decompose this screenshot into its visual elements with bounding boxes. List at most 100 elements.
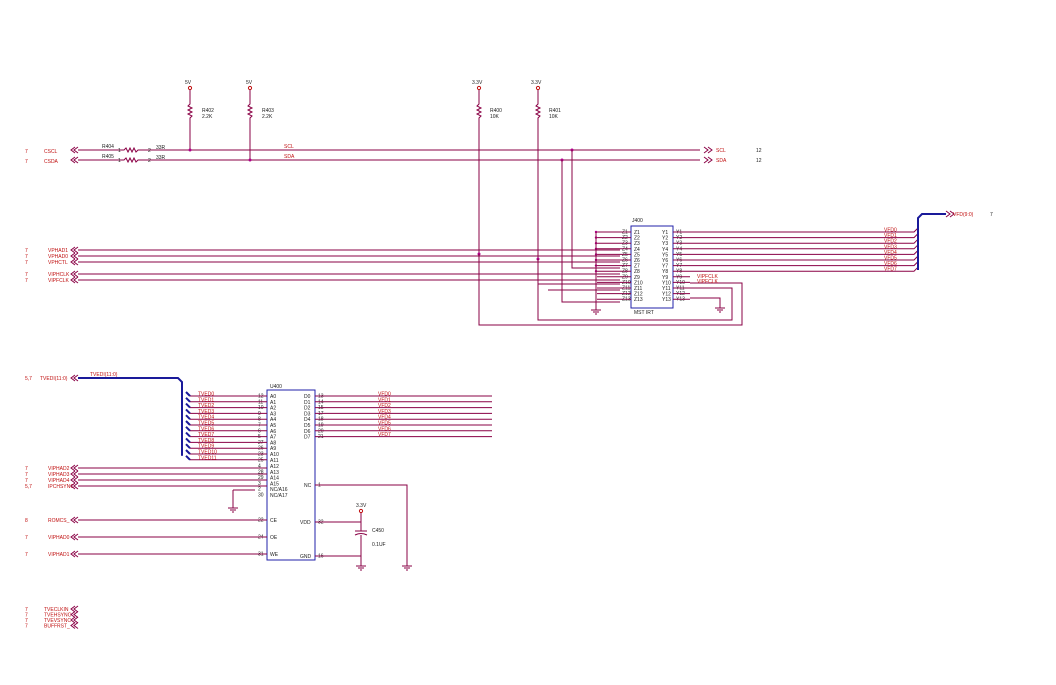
svg-text:1: 1 xyxy=(118,148,121,154)
u400-data-pin: D4 xyxy=(304,417,311,423)
j400-left-pin: Z5 xyxy=(634,252,640,258)
resistor-r405: R405 1 2 33R xyxy=(78,154,700,164)
svg-text:5V: 5V xyxy=(185,80,192,86)
j400-left-pin: Z13 xyxy=(634,297,643,303)
output-sda: SDA 12 xyxy=(703,156,762,164)
u400-input-page: 7 xyxy=(25,552,28,558)
svg-text:33R: 33R xyxy=(156,145,166,151)
svg-text:TVEDI(11:0): TVEDI(11:0) xyxy=(40,376,68,382)
j400-right-pin: Y4 xyxy=(662,247,668,253)
svg-text:0.1UF: 0.1UF xyxy=(372,542,386,548)
svg-text:3.3V: 3.3V xyxy=(356,503,367,509)
u400-addr-net: TVED6 xyxy=(198,426,214,432)
u400-data-net: VFD4 xyxy=(378,415,391,421)
u400-ctrl-pin: WE xyxy=(270,552,279,558)
u400-input-page: 7 xyxy=(25,466,28,472)
vfd-net-label: VFD7 xyxy=(884,267,897,273)
svg-text:7: 7 xyxy=(25,254,28,260)
u400-hi-pin-num: 3 xyxy=(258,481,261,487)
output-scl: SCL 12 xyxy=(703,146,762,154)
u400-addr-pin: A0 xyxy=(270,394,276,400)
u400-hi-pin-num: 29 xyxy=(258,475,264,481)
svg-text:2.2K: 2.2K xyxy=(202,114,213,120)
input-cscl: 7 CSCL xyxy=(25,146,79,155)
j400-right-pin: Y1 xyxy=(662,230,668,236)
j400-left-pin: Z11 xyxy=(634,286,642,292)
svg-text:VIPHCLK: VIPHCLK xyxy=(48,272,70,278)
svg-text:10K: 10K xyxy=(549,114,559,120)
u400-addr-pin: A8 xyxy=(270,440,276,446)
resistor-r403: R403 2.2K xyxy=(246,90,274,160)
u400-data-net: VFD7 xyxy=(378,432,391,438)
u400-data-pin: D3 xyxy=(304,411,311,417)
u400-hi-pin: A12 xyxy=(270,464,279,470)
svg-text:VPHAD0: VPHAD0 xyxy=(48,254,68,260)
u400-hi-pin: A15 xyxy=(270,481,279,487)
u400-addr-net: TVED4 xyxy=(198,415,214,421)
svg-text:3.3V: 3.3V xyxy=(531,80,542,86)
u400-addr-pin: A4 xyxy=(270,417,276,423)
u400-addr-net: TVED0 xyxy=(198,392,214,398)
bottom-input-name: TVEVSYNC xyxy=(44,618,71,624)
bottom-input-name: BUFFRST_ xyxy=(44,624,70,630)
u400-input-page: 5,7 xyxy=(25,484,32,490)
u400-addr-pin: A9 xyxy=(270,446,276,452)
u400-data-pin: D5 xyxy=(304,423,311,429)
svg-text:2.2K: 2.2K xyxy=(262,114,273,120)
j400-right-pin: Y13 xyxy=(662,297,671,303)
u400-input-name: VIPHAD2 xyxy=(48,466,70,472)
u400-data-pin: D6 xyxy=(304,429,311,435)
bottom-input-name: TVECLKIN xyxy=(44,607,69,613)
u400-addr-net: TVED1 xyxy=(198,397,214,403)
bottom-input-page: 7 xyxy=(25,607,28,613)
svg-text:R400: R400 xyxy=(490,108,502,114)
resistor-r400: R400 10K xyxy=(475,90,502,254)
vfd-net-label: VFD4 xyxy=(884,250,897,256)
svg-text:7: 7 xyxy=(25,149,28,155)
svg-text:7: 7 xyxy=(25,260,28,266)
u400-input-name: ROMCS_ xyxy=(48,518,70,524)
u400-hi-pin: A14 xyxy=(270,476,279,482)
vfd-net-label: VFD0 xyxy=(884,228,897,234)
svg-text:7: 7 xyxy=(990,212,993,218)
u400-ctrl-pin: GND xyxy=(300,554,312,560)
vfd-bus: VFD(9:0) 7 xyxy=(917,210,993,270)
j400-right-pin: Y7 xyxy=(662,264,668,270)
u400-hi-pin-num: 30 xyxy=(258,493,264,499)
vfd-net-label: VFD2 xyxy=(884,239,897,245)
u400-input-page: 7 xyxy=(25,535,28,541)
power-5v-a: 5V xyxy=(185,80,193,91)
j400-right-pin: Y6 xyxy=(662,258,668,264)
u400-data-net: VFD3 xyxy=(378,409,391,415)
vfd-net-label: VFD5 xyxy=(884,256,897,262)
svg-text:J400: J400 xyxy=(632,218,643,224)
u400-data-net: VFD5 xyxy=(378,421,391,427)
bottom-input-page: 7 xyxy=(25,624,28,630)
u400-input-name: VIPHAD3 xyxy=(48,472,70,478)
resistor-r404: R404 1 2 33R xyxy=(78,144,700,154)
u400-addr-net: TVED2 xyxy=(198,403,214,409)
u400-ctrl-pin: OE xyxy=(270,535,278,541)
u400-addr-net: TVED11 xyxy=(198,455,217,461)
power-3v3-b: 3.3V xyxy=(531,80,542,91)
svg-text:R403: R403 xyxy=(262,108,274,114)
u400-addr-pin: A6 xyxy=(270,429,276,435)
bottom-input-page: 7 xyxy=(25,618,28,624)
u400-addr-net: TVED7 xyxy=(198,432,214,438)
u400-input-name: VIPHAD4 xyxy=(48,478,70,484)
j400-left-pin: Z2 xyxy=(634,236,640,242)
resistor-r401: R401 10K xyxy=(534,90,561,259)
u400-data-net: VFD0 xyxy=(378,392,391,398)
u400-addr-net: TVED9 xyxy=(198,444,214,450)
u400-hi-pin: A13 xyxy=(270,470,279,476)
net-scl: SCL xyxy=(284,144,294,150)
j400-right-pin: Y10 xyxy=(662,280,671,286)
u400-input-page: 7 xyxy=(25,472,28,478)
u400-addr-net: TVED8 xyxy=(198,438,214,444)
u400-addr-net: TVED5 xyxy=(198,421,214,427)
j400-left-pin: Z6 xyxy=(634,258,640,264)
svg-text:MST IRT: MST IRT xyxy=(634,310,654,316)
u400-input-name: VIPHAD1 xyxy=(48,552,70,558)
svg-text:R401: R401 xyxy=(549,108,561,114)
